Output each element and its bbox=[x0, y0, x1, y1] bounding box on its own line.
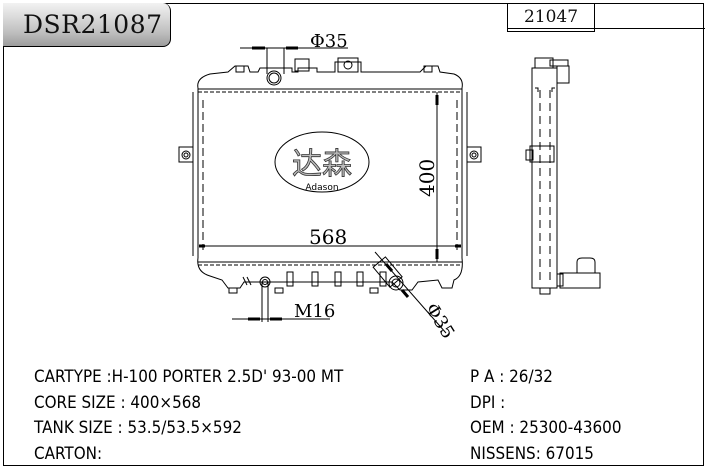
radiator-front-view bbox=[178, 57, 482, 294]
adason-logo: 达森 Adason bbox=[274, 131, 370, 193]
label-outlet-diameter: Φ35 bbox=[421, 300, 459, 343]
reference-header-box bbox=[507, 3, 705, 29]
spec-pa: P A : 26/32 bbox=[470, 367, 553, 386]
logo-chinese-text: 达森 bbox=[292, 147, 352, 182]
spec-core-size: CORE SIZE : 400×568 bbox=[34, 392, 202, 412]
label-width: 568 bbox=[309, 225, 347, 249]
label-thread: M16 bbox=[294, 301, 335, 322]
reference-code: 21047 bbox=[523, 7, 579, 27]
spec-carton: CARTON: bbox=[34, 443, 103, 463]
spec-tank-size: TANK SIZE : 53.5/53.5×592 bbox=[34, 418, 242, 437]
dimension-inlet-top bbox=[240, 46, 348, 74]
dimension-thread bbox=[232, 282, 330, 322]
radiator-side-view bbox=[525, 57, 601, 295]
spec-nissens: NISSENS: 67015 bbox=[470, 443, 594, 463]
spec-list-left: CARTYPE :H-100 PORTER 2.5D' 93-00 MT COR… bbox=[34, 364, 370, 466]
model-code-badge: DSR21087 bbox=[3, 3, 171, 47]
dimension-outlet bbox=[374, 251, 447, 334]
reference-code-cell: 21047 bbox=[507, 3, 595, 32]
drawing-frame bbox=[3, 3, 704, 466]
label-height: 400 bbox=[415, 159, 439, 197]
label-inlet-diameter: Φ35 bbox=[310, 31, 348, 52]
model-code: DSR21087 bbox=[23, 10, 163, 39]
spec-oem: OEM : 25300-43600 bbox=[470, 418, 622, 437]
spec-list-right: P A : 26/32 DPI : OEM : 25300-43600 NISS… bbox=[470, 364, 635, 466]
spec-cartype: CARTYPE :H-100 PORTER 2.5D' 93-00 MT bbox=[34, 367, 344, 386]
logo-brand-text: Adason bbox=[305, 183, 338, 193]
spec-dpi: DPI : bbox=[470, 392, 506, 412]
